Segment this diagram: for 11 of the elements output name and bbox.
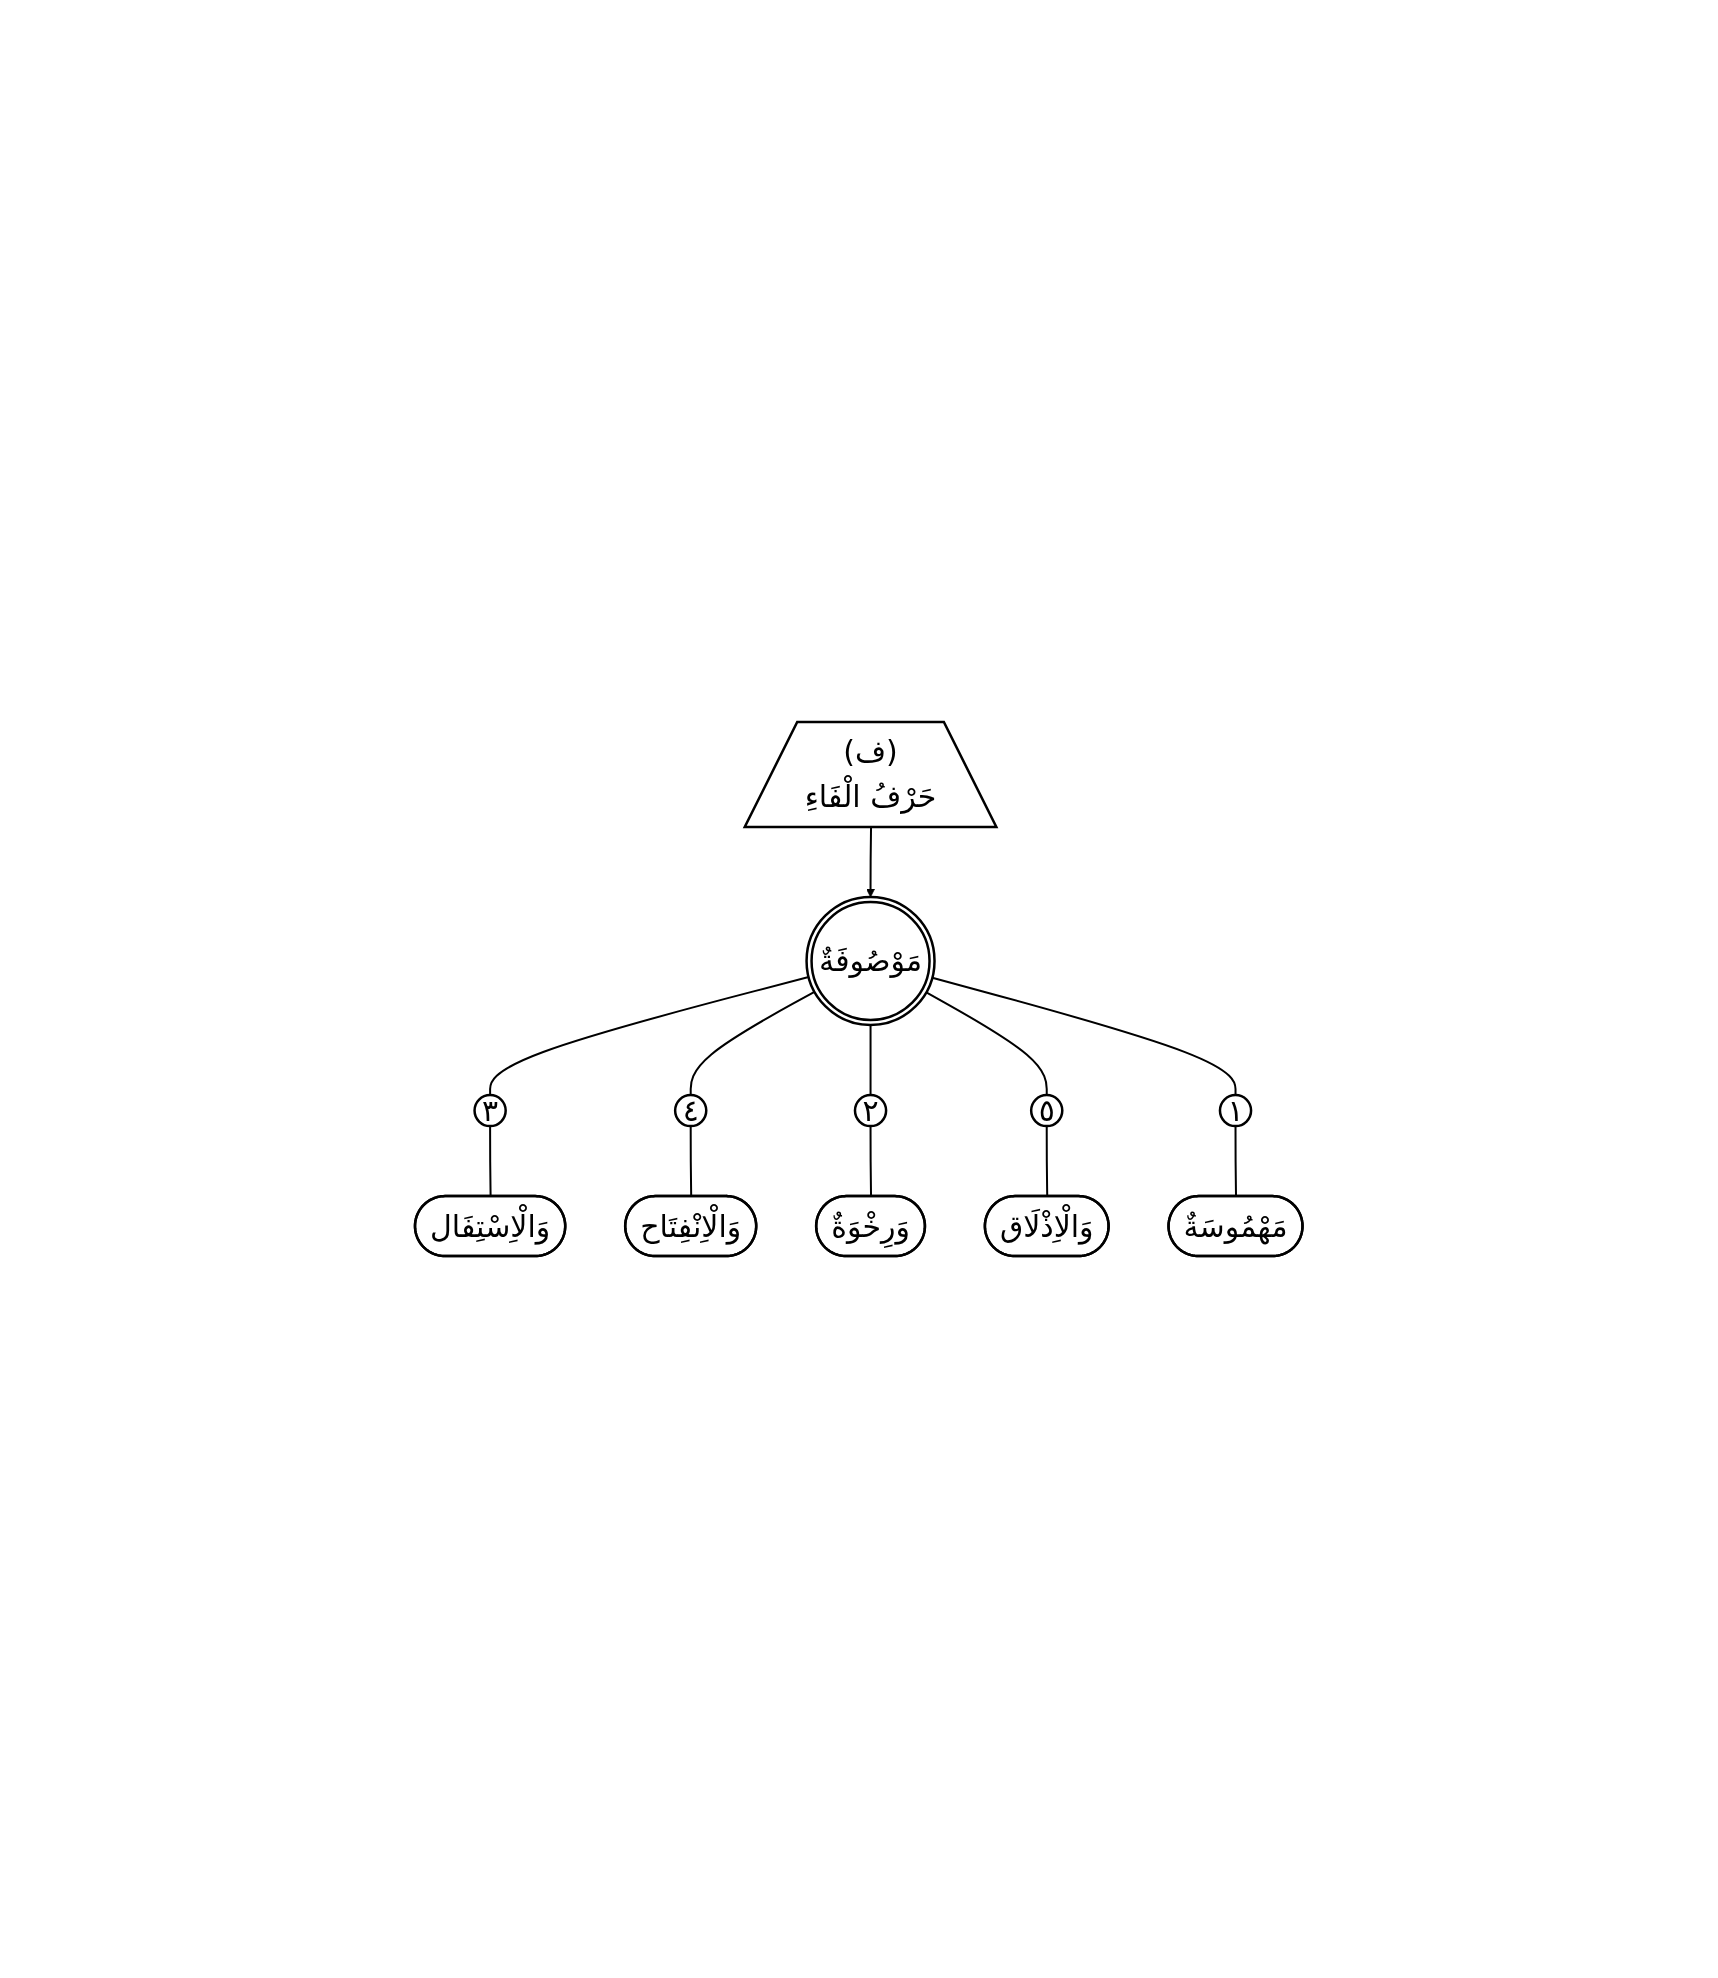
node-circle: ٣ xyxy=(473,1093,508,1128)
connector xyxy=(689,990,816,1096)
node-circle: ٥ xyxy=(1030,1093,1064,1128)
arrow xyxy=(866,826,876,898)
connector xyxy=(489,976,810,1096)
connector xyxy=(931,976,1237,1096)
node-circle: ١ xyxy=(1218,1093,1253,1128)
connector xyxy=(925,991,1048,1096)
node-circle: ٢ xyxy=(854,1093,888,1128)
node-circle: ٤ xyxy=(674,1093,708,1128)
node-circle: مَوْصُوفَةٌ xyxy=(805,895,937,1027)
